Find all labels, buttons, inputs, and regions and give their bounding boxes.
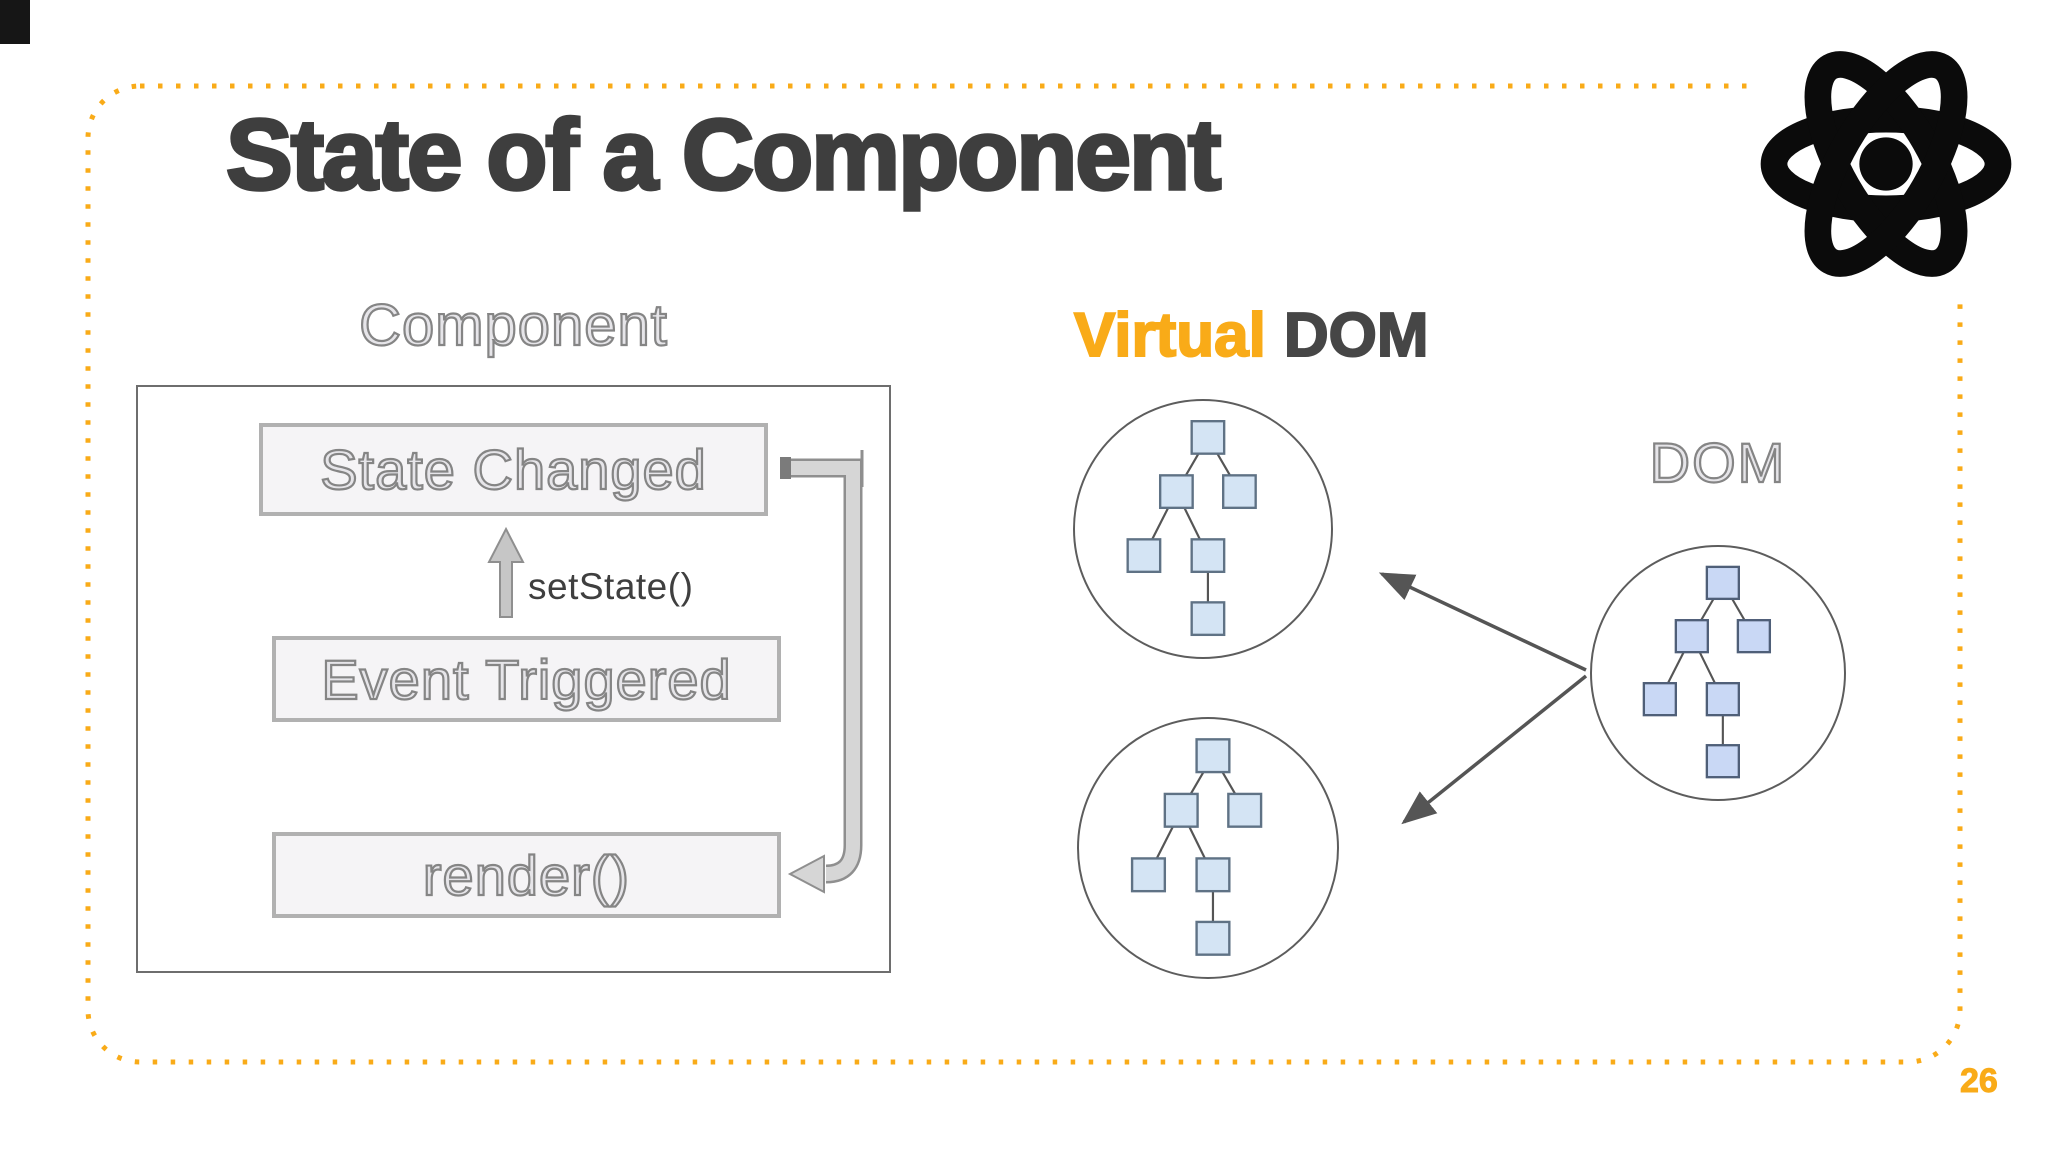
corner-artifact [0,0,30,44]
page-number: 26 [1960,1062,1999,1101]
tree-node [1674,619,1709,654]
event-triggered-label: Event Triggered [320,646,732,711]
tree-node [1130,857,1167,893]
tree-node [1642,682,1678,717]
render-box: render() [272,832,781,918]
tree-node [1195,857,1231,893]
tree-node [1158,474,1194,510]
render-label: render() [422,842,631,907]
page-title: State of a Component [224,98,1223,212]
tree-node [1705,682,1741,717]
tree-node [1190,538,1226,574]
tree-node [1190,601,1226,637]
tree-diagram [1126,420,1257,637]
tree-node [1705,565,1741,601]
dom-to-vdom-bottom-arrow [1401,674,1588,825]
virtual-dom-tree-bottom [1077,717,1339,979]
virtual-dom-heading-accent: Virtual [1073,300,1267,371]
dom-to-vdom-top-arrow [1378,572,1587,672]
virtual-dom-tree-top [1073,399,1333,659]
tree-node [1222,474,1257,510]
tree-diagram [1130,738,1263,956]
tree-node [1736,619,1772,654]
tree-diagram [1642,565,1772,779]
tree-node [1163,792,1199,828]
virtual-dom-heading-rest: DOM [1283,300,1430,371]
set-state-label: setState() [528,566,694,607]
react-logo-icon [1760,51,2012,277]
tree-node [1126,538,1162,574]
component-label: Component [358,292,668,359]
tree-node [1190,420,1226,455]
dom-tree [1590,545,1846,801]
tree-node [1195,738,1231,774]
state-changed-label: State Changed [319,437,707,502]
tree-node [1705,744,1741,779]
tree-node [1227,792,1263,828]
tree-node [1195,920,1231,956]
dom-label: DOM [1649,430,1787,495]
state-changed-box: State Changed [259,423,768,516]
event-triggered-box: Event Triggered [272,636,781,722]
